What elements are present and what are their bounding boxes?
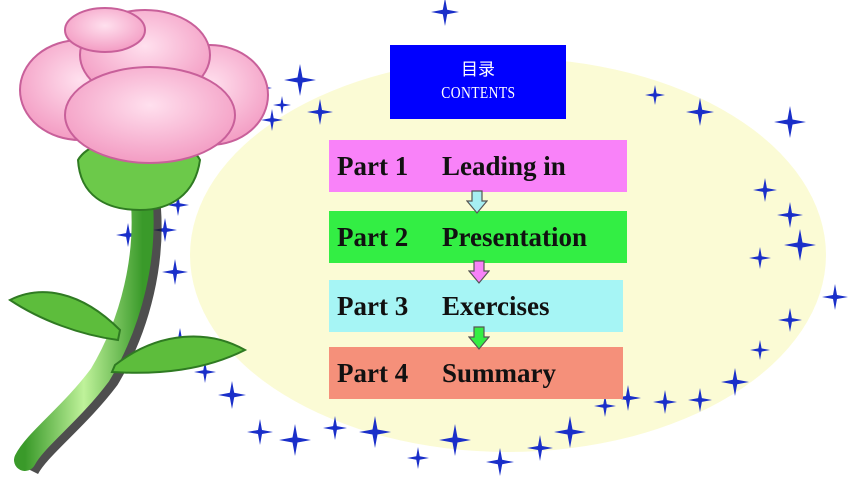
star-icon: [777, 202, 803, 228]
star-icon: [261, 109, 283, 131]
star-icon: [653, 390, 677, 414]
part-number: Part 3: [337, 290, 409, 321]
star-icon: [279, 424, 311, 456]
flower-stem: [14, 174, 154, 471]
part-label: Summary: [442, 357, 556, 388]
pink-flower-icon: [8, 7, 269, 475]
star-icon: [167, 194, 189, 216]
down-arrow-icon: [468, 260, 490, 284]
flower-leaf-right: [110, 335, 248, 374]
contents-title-box: 目录 CONTENTS: [390, 45, 566, 119]
star-icon: [753, 178, 777, 202]
star-icon: [359, 416, 391, 448]
title-chinese: 目录: [461, 60, 495, 80]
star-icon: [284, 64, 316, 96]
star-icon: [645, 85, 665, 105]
star-icon: [749, 247, 771, 269]
title-english: CONTENTS: [440, 83, 516, 102]
star-icon: [486, 448, 514, 476]
down-arrow-icon: [466, 190, 488, 214]
part-label: Leading in: [442, 150, 566, 181]
star-icon: [554, 416, 586, 448]
star-icon: [323, 416, 347, 440]
star-icon: [822, 284, 848, 310]
star-icon: [774, 106, 806, 138]
part-1-row[interactable]: Part 1 Leading in: [329, 140, 627, 192]
star-icon: [307, 99, 333, 125]
star-icon: [273, 96, 291, 114]
star-icon: [750, 340, 770, 360]
petal: [64, 7, 146, 53]
part-label: Presentation: [442, 221, 587, 252]
star-icon: [218, 381, 246, 409]
part-number: Part 1: [337, 150, 409, 181]
part-4-row[interactable]: Part 4 Summary: [329, 347, 623, 399]
star-icon: [594, 395, 616, 417]
star-icon: [407, 447, 429, 469]
star-icon: [688, 388, 712, 412]
part-3-row[interactable]: Part 3 Exercises: [329, 280, 623, 332]
star-icon: [784, 229, 816, 261]
star-icon: [116, 223, 140, 247]
star-icon: [686, 98, 714, 126]
part-number: Part 2: [337, 221, 409, 252]
part-number: Part 4: [337, 357, 409, 388]
flower-leaf-left: [8, 291, 122, 342]
star-icon: [721, 368, 749, 396]
star-icon: [431, 0, 459, 26]
part-2-row[interactable]: Part 2 Presentation: [329, 211, 627, 263]
star-icon: [194, 361, 216, 383]
star-icon: [153, 218, 177, 242]
part-label: Exercises: [442, 290, 550, 321]
star-icon: [615, 385, 641, 411]
petal: [64, 66, 236, 164]
down-arrow-icon: [468, 326, 490, 350]
star-icon: [162, 259, 188, 285]
star-icon: [439, 424, 471, 456]
star-icon: [778, 308, 802, 332]
star-icon: [247, 419, 273, 445]
star-icon: [527, 435, 553, 461]
